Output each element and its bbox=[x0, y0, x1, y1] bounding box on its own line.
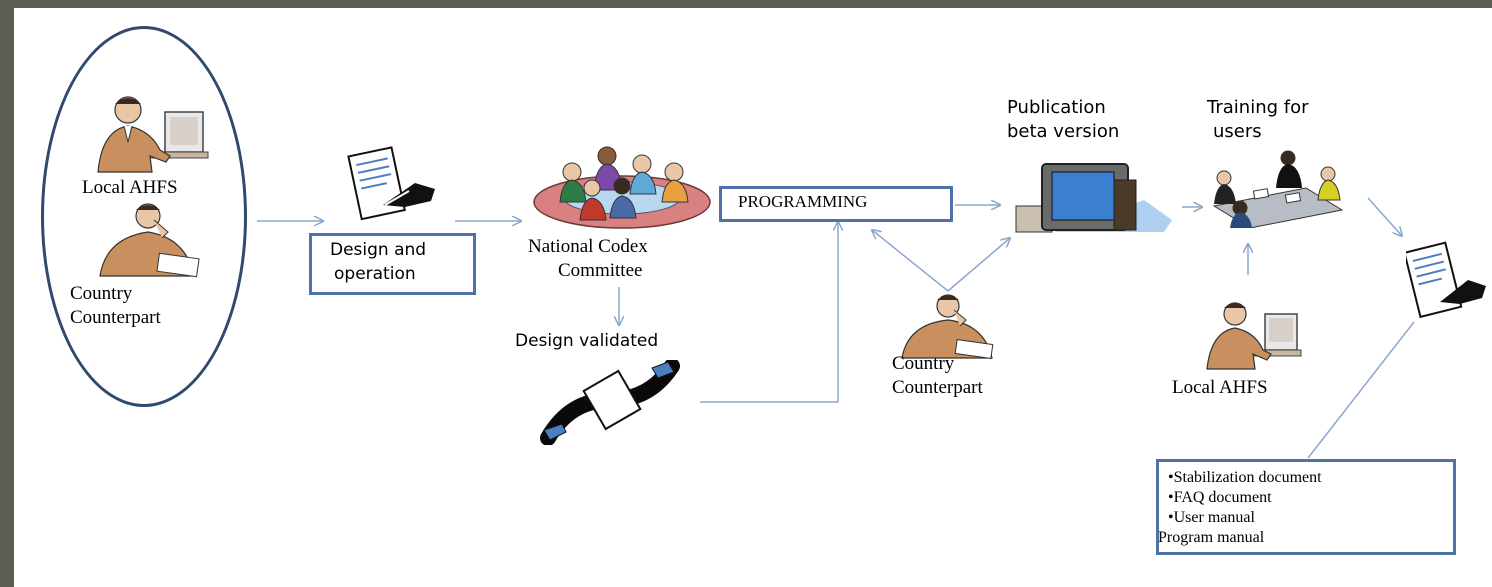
codex-line-2: Committee bbox=[558, 260, 643, 281]
right-local-ahfs-label: Local AHFS bbox=[1172, 377, 1268, 398]
man-at-computer-right-icon bbox=[1206, 302, 1302, 370]
center-country-line-1: Country bbox=[892, 353, 955, 374]
left-country-label-1: Country bbox=[70, 283, 133, 304]
deliverable-item: •Stabilization document bbox=[1168, 469, 1322, 486]
training-line-1: Training for bbox=[1207, 97, 1309, 118]
deliverables-list: •Stabilization document •FAQ document •U… bbox=[1158, 468, 1322, 548]
desktop-computer-icon bbox=[1015, 163, 1172, 233]
left-country-label-2: Counterpart bbox=[70, 307, 161, 328]
codex-line-1: National Codex bbox=[528, 236, 648, 257]
training-line-2: users bbox=[1213, 121, 1262, 142]
training-meeting-icon bbox=[1212, 150, 1344, 228]
publication-line-2: beta version bbox=[1007, 121, 1120, 142]
arrow-counterpart-to-programming bbox=[872, 230, 949, 292]
man-on-phone-center-icon bbox=[901, 294, 994, 360]
programming-label: PROGRAMMING bbox=[738, 192, 868, 211]
stakeholder-ellipse bbox=[41, 26, 247, 407]
line-docs-to-box bbox=[1307, 321, 1415, 459]
left-local-ahfs-label: Local AHFS bbox=[82, 177, 178, 198]
programming-box bbox=[719, 186, 953, 222]
design-line-1: Design and bbox=[330, 240, 427, 260]
man-at-computer-icon bbox=[97, 96, 209, 173]
final-document-icon bbox=[1406, 241, 1486, 319]
deliverable-item: Program manual bbox=[1158, 529, 1265, 546]
deliverables-box bbox=[1156, 459, 1456, 555]
arrow-training-to-docs bbox=[1367, 197, 1402, 236]
arrow-validated-to-programming bbox=[700, 222, 838, 403]
handshake-document-icon bbox=[540, 360, 680, 445]
document-signing-icon bbox=[347, 146, 435, 221]
center-country-line-2: Counterpart bbox=[892, 377, 983, 398]
deliverable-item: •FAQ document bbox=[1168, 489, 1272, 506]
committee-meeting-icon bbox=[533, 146, 711, 229]
arrow-counterpart-to-publication bbox=[947, 238, 1010, 292]
design-line-2: operation bbox=[334, 264, 416, 284]
design-validated-label: Design validated bbox=[515, 331, 659, 351]
design-operation-box bbox=[309, 233, 476, 295]
man-on-phone-icon bbox=[99, 203, 200, 278]
deliverable-item: •User manual bbox=[1168, 509, 1255, 526]
publication-line-1: Publication bbox=[1007, 97, 1106, 118]
